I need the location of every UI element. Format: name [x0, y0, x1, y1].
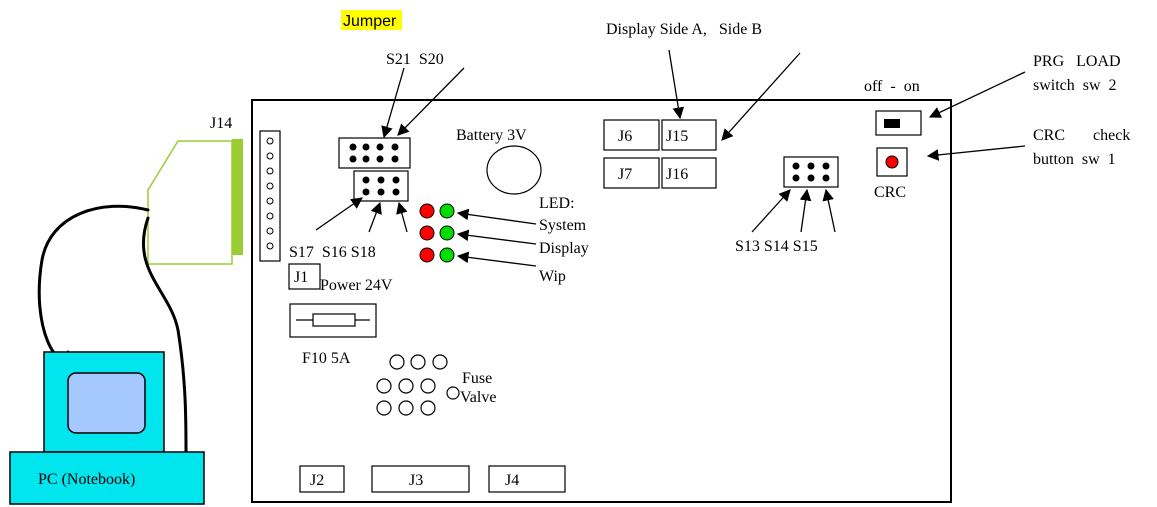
connector-j7 — [603, 157, 660, 189]
s17-s16-s18-label: S17 S16 S18 — [289, 244, 376, 261]
connector-j1 — [288, 263, 321, 290]
jumper-block-s21-s20 — [338, 137, 411, 169]
crc-label: CRC — [874, 184, 906, 201]
arrow-s20 — [397, 67, 465, 136]
fuse-valve-holes — [376, 354, 460, 416]
j1-label: J1 — [294, 269, 308, 286]
display-sides-label: Display Side A, Side B — [606, 21, 762, 38]
battery — [486, 145, 542, 195]
arrow-s21 — [381, 67, 405, 139]
power-label: Power 24V — [320, 277, 393, 294]
fuse-label: Fuse — [462, 370, 492, 387]
circuit-board — [251, 99, 952, 503]
connector-j3 — [371, 465, 470, 493]
led-indicators — [419, 203, 455, 263]
led-display-label: Display — [539, 240, 589, 257]
j14-pin-header — [259, 130, 281, 262]
j7-label: J7 — [618, 166, 632, 183]
f10-label: F10 5A — [302, 350, 351, 367]
led-label: LED: — [539, 195, 575, 212]
j16-label: J16 — [666, 166, 688, 183]
led-wip-label: Wip — [539, 268, 566, 285]
battery-label: Battery 3V — [456, 127, 527, 144]
prg-load-label-1: PRG LOAD — [1033, 53, 1121, 70]
jumper-pins-s13-s14-s15 — [792, 162, 830, 182]
arrow-s18 — [396, 201, 408, 233]
j3-label: J3 — [409, 472, 423, 489]
arrow-s14 — [799, 188, 812, 233]
j15-label: J15 — [666, 128, 688, 145]
arrow-s16 — [368, 201, 382, 233]
jumper-block-s17-s16-s18 — [353, 170, 409, 202]
j14-connector — [147, 140, 233, 265]
j14-pins — [266, 137, 274, 250]
connector-j15 — [661, 119, 717, 151]
connector-j2 — [299, 465, 345, 493]
j14-label: J14 — [210, 115, 232, 132]
crc-check-label-2: button sw 1 — [1033, 151, 1116, 168]
jumper-pins-s21-s20 — [349, 143, 399, 163]
arrow-prg-load — [928, 71, 1026, 118]
jumper-block-s13-s14-s15 — [783, 156, 839, 188]
off-on-label: off - on — [864, 78, 920, 95]
connector-j4 — [488, 465, 566, 493]
connector-j16 — [661, 157, 717, 189]
arrow-led-system — [456, 208, 537, 225]
arrow-crc — [926, 145, 1026, 161]
arrow-display-side-a — [668, 49, 685, 120]
led-system-label: System — [539, 217, 587, 234]
pc-label: PC (Notebook) — [38, 471, 135, 488]
j14-connector-plug — [232, 139, 243, 255]
arrow-display-side-b — [721, 52, 801, 141]
arrow-s15 — [822, 188, 836, 233]
s13-s14-s15-label: S13 S14 S15 — [735, 238, 818, 255]
arrow-led-wip — [456, 251, 537, 267]
crc-check-label-1: CRC check — [1033, 127, 1130, 144]
jumper-label: Jumper — [343, 13, 397, 30]
valve-label: Valve — [460, 389, 496, 406]
j4-label: J4 — [505, 472, 519, 489]
pc-screen — [67, 372, 146, 434]
prg-load-label-2: switch sw 2 — [1033, 77, 1117, 94]
arrow-s13 — [751, 189, 791, 233]
connector-j6 — [603, 119, 660, 151]
j6-label: J6 — [618, 128, 632, 145]
arrow-s17 — [315, 197, 363, 231]
pc-base — [9, 451, 205, 505]
arrow-led-display — [456, 229, 537, 245]
crc-button-led — [885, 155, 899, 169]
prg-load-switch-knob — [884, 119, 900, 128]
fuse-body — [312, 313, 356, 327]
jumper-highlight — [341, 10, 402, 30]
j2-label: J2 — [310, 472, 324, 489]
jumper-pins-s17-s16-s18 — [362, 176, 400, 196]
s21-s20-label: S21 S20 — [386, 51, 444, 68]
